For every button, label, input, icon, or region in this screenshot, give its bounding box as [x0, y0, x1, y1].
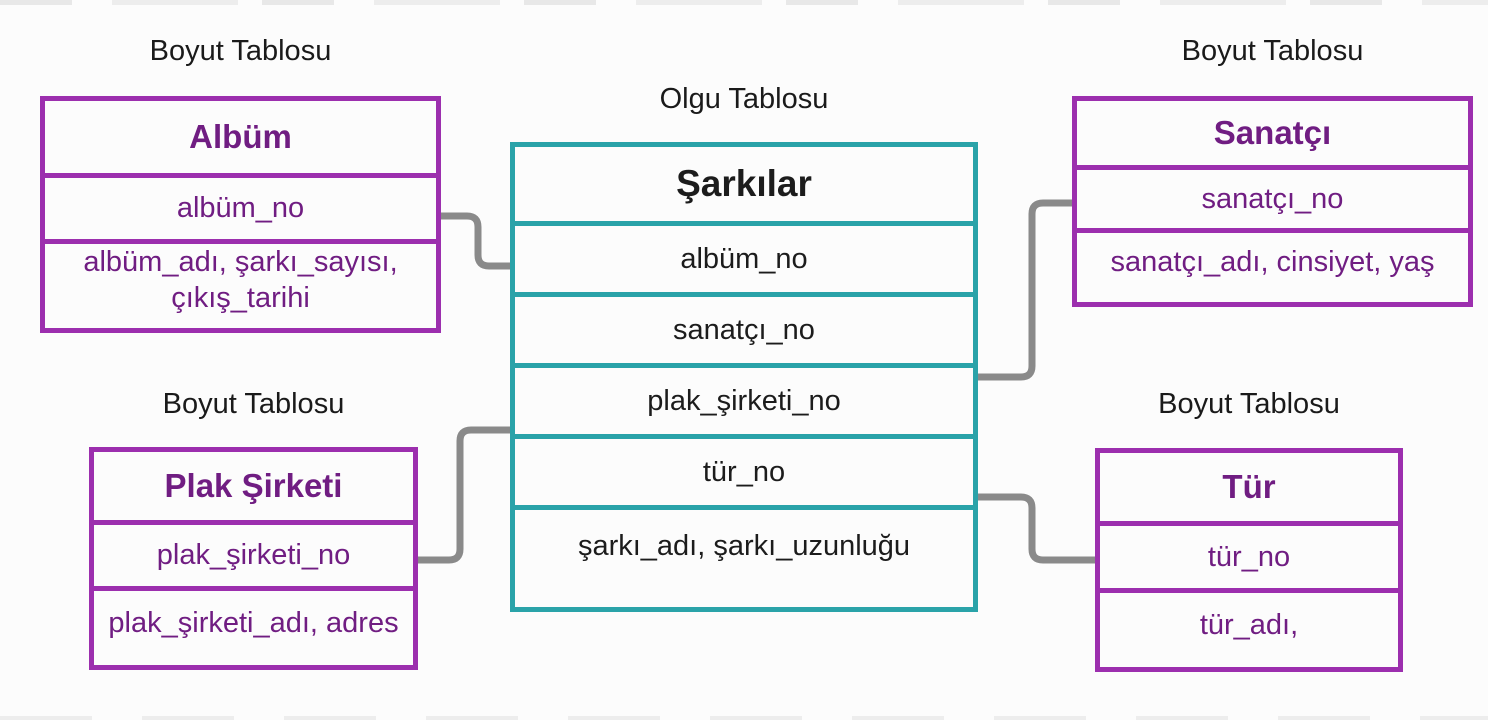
connector-sanatci-fact	[974, 199, 1076, 381]
table-sanatci: Sanatçı sanatçı_no sanatçı_adı, cinsiyet…	[1072, 96, 1473, 307]
caption-dimension-album: Boyut Tablosu	[149, 34, 332, 67]
table-album-title: Albüm	[189, 118, 292, 155]
table-album-attributes-row: albüm_adı, şarkı_sayısı, çıkış_tarihi	[45, 239, 436, 318]
table-sanatci-key-row: sanatçı_no	[1077, 165, 1468, 228]
table-sarkilar-sanatci-no-row: sanatçı_no	[515, 292, 973, 363]
table-tur: Tür tür_no tür_adı,	[1095, 448, 1403, 672]
table-sarkilar-title: Şarkılar	[676, 163, 812, 204]
caption-dimension-tur: Boyut Tablosu	[1158, 387, 1340, 420]
table-sarkilar-attributes-row: şarkı_adı, şarkı_uzunluğu	[515, 505, 973, 582]
table-plak-sirketi-attributes-row: plak_şirketi_adı, adres	[94, 586, 413, 655]
caption-dimension-sanatci: Boyut Tablosu	[1181, 34, 1364, 67]
table-plak-sirketi: Plak Şirketi plak_şirketi_no plak_şirket…	[89, 447, 418, 670]
table-sanatci-title: Sanatçı	[1213, 114, 1332, 151]
table-tur-attributes-row: tür_adı,	[1100, 588, 1398, 657]
table-album: Albüm albüm_no albüm_adı, şarkı_sayısı, …	[40, 96, 441, 333]
table-tur-key-row: tür_no	[1100, 521, 1398, 588]
table-sarkilar-tur-no-row: tür_no	[515, 434, 973, 505]
caption-dimension-plak: Boyut Tablosu	[162, 387, 345, 420]
table-sarkilar-plak-sirketi-no-row: plak_şirketi_no	[515, 363, 973, 434]
table-tur-title: Tür	[1222, 468, 1276, 505]
table-sarkilar-album-no-row: albüm_no	[515, 221, 973, 292]
caption-fact: Olgu Tablosu	[659, 82, 829, 115]
connector-album-fact	[437, 212, 514, 270]
top-edge-artifact	[0, 0, 1488, 5]
table-sanatci-attributes-row: sanatçı_adı, cinsiyet, yaş	[1077, 228, 1468, 292]
table-sarkilar: Şarkılar albüm_no sanatçı_no plak_şirket…	[510, 142, 978, 612]
table-plak-sirketi-key-row: plak_şirketi_no	[94, 520, 413, 586]
connector-plak-fact	[413, 426, 514, 564]
connector-fact-tur	[974, 493, 1099, 564]
table-album-key-row: albüm_no	[45, 173, 436, 239]
bottom-edge-artifact	[0, 716, 1488, 720]
table-plak-sirketi-title: Plak Şirketi	[164, 467, 343, 504]
